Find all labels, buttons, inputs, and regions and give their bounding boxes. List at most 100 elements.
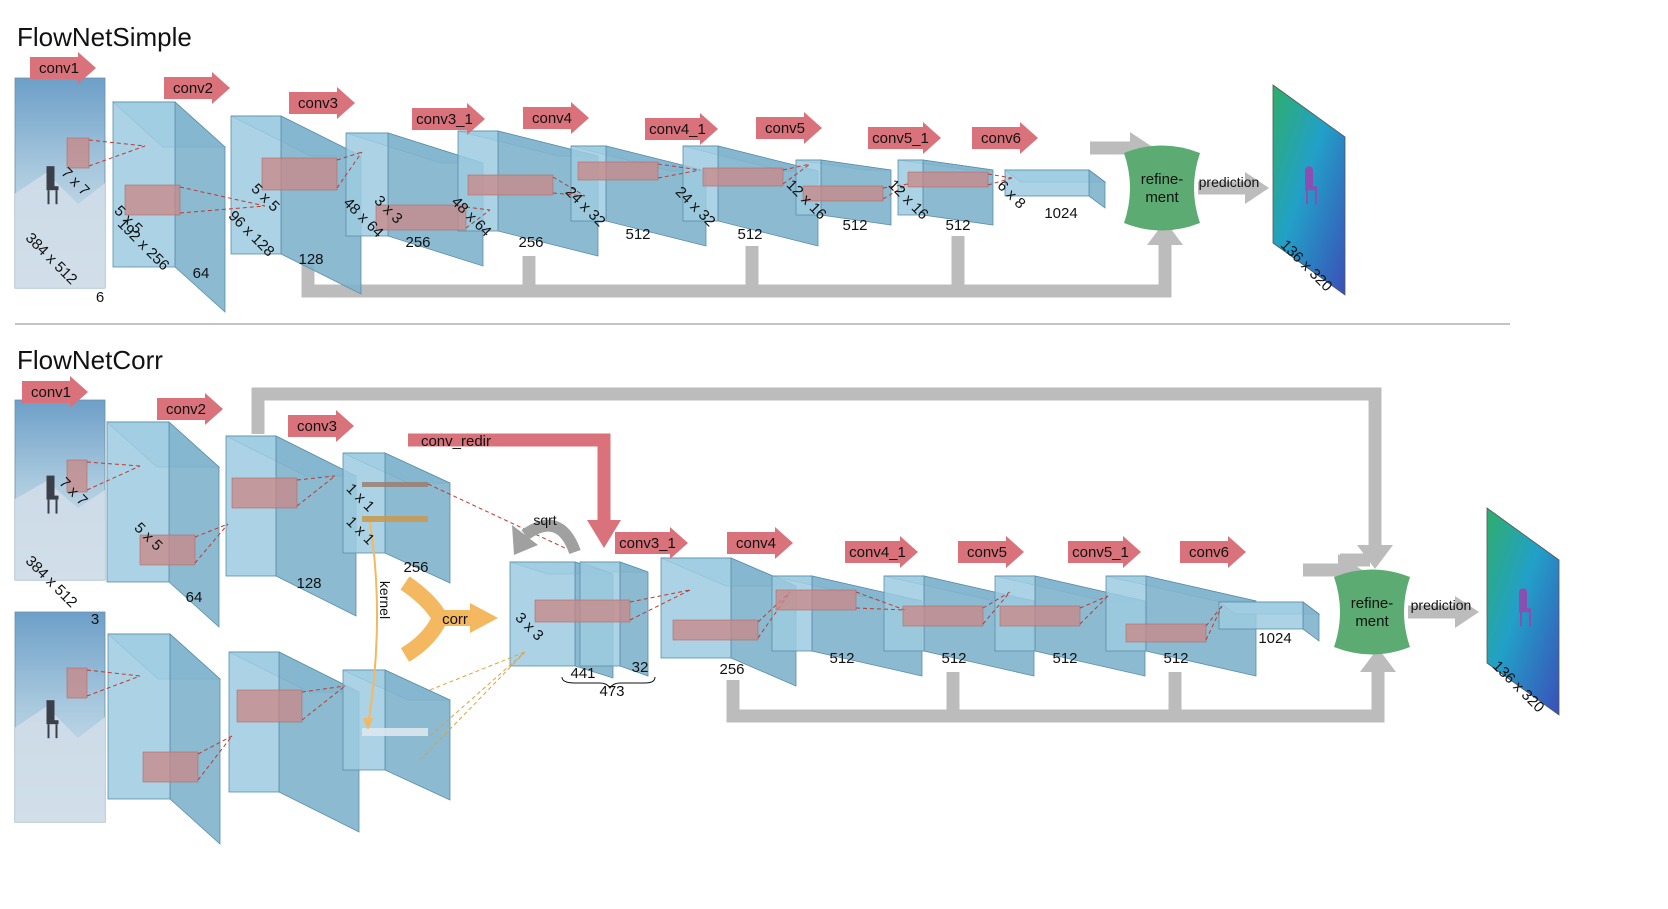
corr-sqrt-arc <box>521 519 581 555</box>
corr-k1a <box>66 459 88 493</box>
simple-k5 <box>467 174 554 196</box>
corr-k2a-d1 <box>194 523 229 538</box>
simple-arrow-conv3: conv3 <box>289 87 355 119</box>
corr-patch <box>362 728 428 736</box>
corr-refinement: refine-ment <box>1334 569 1410 655</box>
corr-output-flow-chair-leg1 <box>1520 612 1522 627</box>
simple-k6-d1 <box>657 163 701 171</box>
corr-merge-arrowhead <box>470 603 498 633</box>
corr-channel-label-11: 512 <box>1163 650 1188 667</box>
simple-arrow-conv6: conv6 <box>972 122 1038 154</box>
simple-box-conv6-side <box>1088 169 1106 209</box>
corr-k1a-d1 <box>86 461 141 467</box>
simple-refinement-label: refine-ment <box>1141 171 1184 206</box>
corr-merge-arrow <box>400 576 470 662</box>
simple-box-conv6-front <box>1004 169 1090 197</box>
simple-box-conv1 <box>111 101 227 313</box>
simple-arrow-conv6-shape <box>972 122 1038 154</box>
corr-k-c31-d2 <box>757 591 791 639</box>
corr-k1b-d2 <box>86 675 141 697</box>
corr-redir-arrowhead <box>587 520 621 548</box>
corr-box-conv3-a-front <box>342 452 386 554</box>
corr-k3a <box>231 477 298 509</box>
simple-arrow-conv2-shape <box>164 72 230 104</box>
corr-k-c41 <box>902 605 984 627</box>
corr-kernel-label: kernel <box>377 581 393 619</box>
corr-input-image-1-chair-back <box>46 475 55 498</box>
simple-k4-d2 <box>465 209 491 229</box>
corr-arrow-conv4-label: conv4 <box>736 535 776 552</box>
simple-arrow-conv1-shape <box>30 52 96 84</box>
corr-arrow-conv5-label: conv5 <box>967 544 1007 561</box>
corr-skip-top <box>251 387 1382 545</box>
corr-k3a-d1 <box>296 475 336 481</box>
simple-skip-arrowhead-up <box>1147 221 1183 245</box>
simple-k3-d2 <box>336 151 363 189</box>
corr-patch-d2 <box>429 651 526 737</box>
simple-arrow-conv5_1-shape <box>868 122 941 154</box>
corr-arrow-conv5_1-label: conv5_1 <box>1072 544 1129 561</box>
corr-arrow-conv3_1: conv3_1 <box>615 527 688 559</box>
corr-input-image-1-chair-seat <box>46 495 59 500</box>
corr-k2b-d2 <box>197 735 233 781</box>
corr-output-flow <box>1486 507 1560 716</box>
corr-k-c51 <box>1125 623 1207 643</box>
simple-prediction-label: prediction <box>1199 174 1260 190</box>
corr-k1a-d2 <box>86 465 141 491</box>
simple-k9 <box>907 171 989 188</box>
corr-patch-d1 <box>429 651 526 691</box>
corr-box-conv2-a <box>225 435 357 617</box>
corr-channel-label-0: 3 <box>91 611 99 628</box>
corr-pred-arrowhead <box>1455 596 1479 628</box>
simple-k2-d1 <box>179 186 266 207</box>
corr-output-flow-chair-back <box>1519 588 1527 611</box>
corr-input-image-2-chair-seat <box>46 720 59 725</box>
simple-arrow-conv5_1-label: conv5_1 <box>872 130 929 147</box>
corr-k-c31 <box>672 619 759 641</box>
simple-k3 <box>261 157 338 191</box>
corr-k-c5-d1 <box>1079 595 1109 609</box>
simple-k8-d2 <box>882 183 909 200</box>
corr-channel-label-5: 32 <box>632 659 649 676</box>
corr-k-c4-d2 <box>855 607 906 611</box>
corr-refinement-line1: refine- <box>1351 595 1394 612</box>
corr-k3b-d1 <box>301 685 346 693</box>
corr-skip-bottom <box>726 672 1385 723</box>
corr-k-c41-d1 <box>982 591 1011 609</box>
simple-arrow-conv4: conv4 <box>523 102 589 134</box>
corr-arrow-conv3-shape <box>288 410 354 442</box>
simple-k1 <box>66 137 90 169</box>
simple-box-conv2 <box>230 115 362 295</box>
simple-box-conv4-front <box>570 145 607 222</box>
corr-input-image-1-chair-leg1 <box>47 499 50 514</box>
corr-arrow-conv5_1-shape <box>1068 536 1141 568</box>
corr-arrow-conv4: conv4 <box>727 527 793 559</box>
corr-box-conv6 <box>1217 601 1321 642</box>
corr-box-conv1-b <box>106 633 222 845</box>
simple-k7 <box>702 167 784 187</box>
simple-channel-label-2: 128 <box>298 251 323 268</box>
simple-input-image-mountain <box>15 172 105 288</box>
simple-pred-arrowhead <box>1245 172 1269 204</box>
corr-k3b-d2 <box>301 685 346 721</box>
corr-k2a <box>139 534 196 566</box>
corr-k3b <box>236 689 303 723</box>
corr-brace <box>561 676 656 689</box>
simple-k5-d2 <box>552 192 586 197</box>
simple-arrow-conv5_1: conv5_1 <box>868 122 941 154</box>
simple-arrow-conv1-label: conv1 <box>39 60 79 77</box>
simple-output-flow-chair-leg1 <box>1306 190 1308 205</box>
corr-arrow-conv1-shape <box>22 376 88 408</box>
corr-k-c5 <box>999 605 1081 627</box>
corr-arrow-conv6-shape <box>1180 536 1246 568</box>
corr-input-image-2 <box>14 611 106 823</box>
simple-channel-label-4: 256 <box>518 234 543 251</box>
corr-skip-bottom-arrowhead <box>1360 648 1396 672</box>
simple-channel-label-9: 1024 <box>1044 205 1077 222</box>
corr-refinement-label: refine-ment <box>1351 595 1394 630</box>
simple-box-conv6 <box>1003 169 1107 209</box>
flownetcorr-title: FlowNetCorr <box>17 345 163 375</box>
simple-k3-d1 <box>336 151 363 161</box>
